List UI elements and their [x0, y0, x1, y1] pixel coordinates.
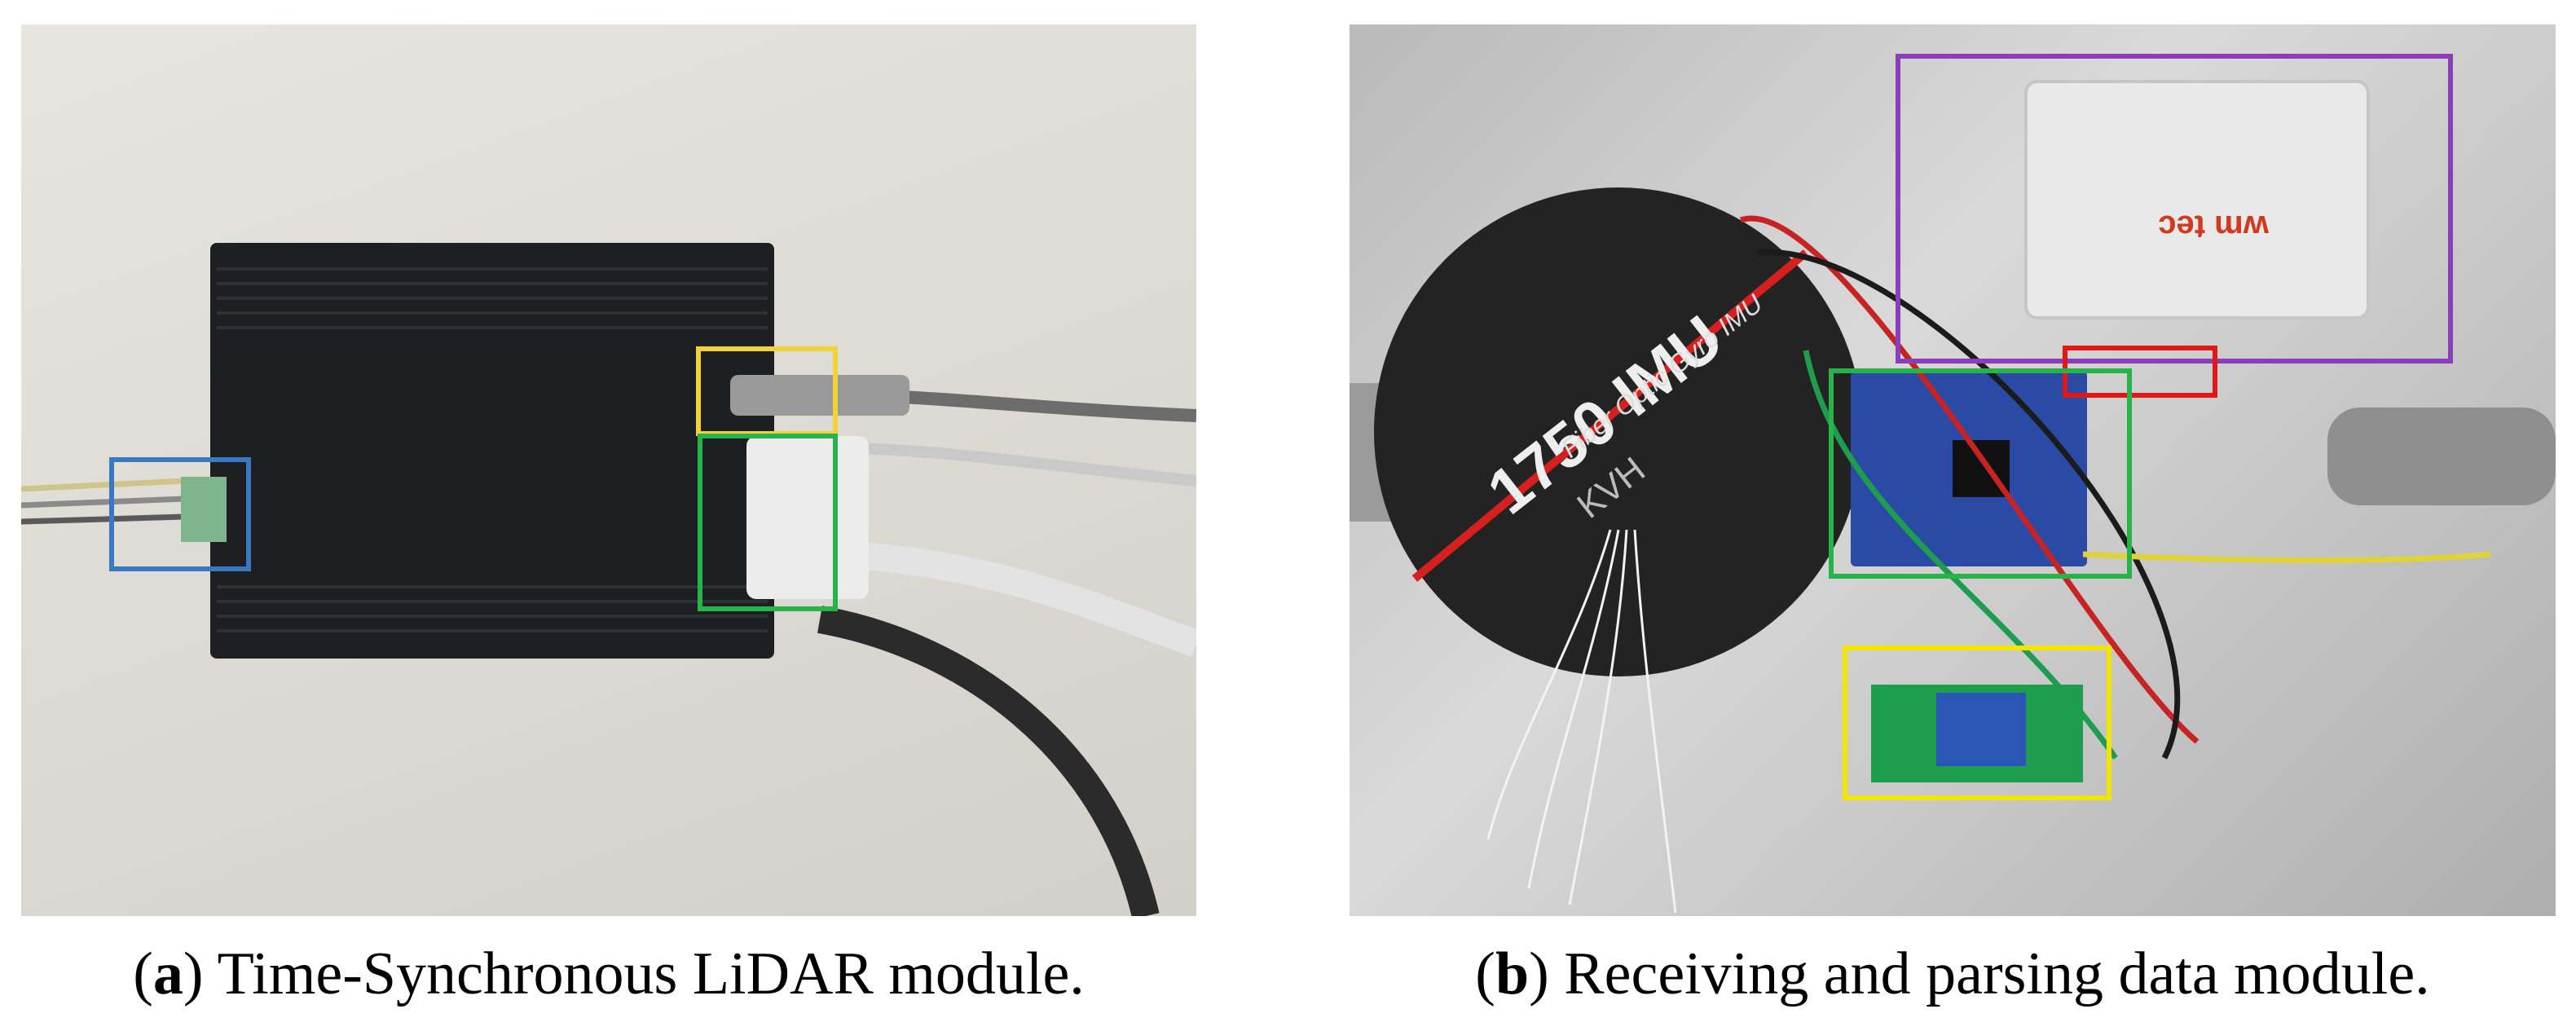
dark-wire [21, 513, 185, 525]
db9-connector [746, 436, 869, 599]
highlight-box-blue [109, 457, 251, 571]
grey-cable [835, 443, 1196, 487]
green-wire [1803, 350, 2118, 760]
highlight-box-green [1829, 368, 2132, 579]
bnc-connector [730, 375, 909, 416]
photo-receiving-module: 1750 IMU Fiber Optic Gyro IMU KVH wm tec [1350, 24, 2556, 916]
highlight-box-purple [1896, 54, 2453, 363]
enclosure-fins [217, 267, 768, 632]
enclosure [210, 243, 774, 659]
yellow-wire [2082, 551, 2491, 563]
yellow-wire [21, 478, 185, 492]
highlight-box-green [698, 434, 838, 611]
imu-red-stripe [1411, 249, 1809, 582]
serial-cable [835, 540, 1196, 658]
caption-a: (a) Time-Synchronous LiDAR module. [133, 941, 1085, 1007]
caption-b-letter: b [1495, 941, 1530, 1007]
terminal-block [181, 477, 227, 542]
black-wire [1756, 249, 2181, 760]
highlight-box-yellow [1843, 645, 2111, 800]
green-module-board [1936, 693, 2026, 766]
serial-converter [2024, 80, 2370, 319]
receiving-module-photo-illustration: 1750 IMU Fiber Optic Gyro IMU KVH wm tec [1350, 80, 2556, 914]
caption-b: (b) Receiving and parsing data module. [1475, 941, 2430, 1007]
caption-a-text: Time-Synchronous LiDAR module. [217, 941, 1085, 1007]
lidar-module-photo-illustration [21, 243, 1196, 916]
imu-wire-bundle [1486, 529, 1677, 914]
caption-b-text: Receiving and parsing data module. [1564, 941, 2430, 1007]
caption-a-letter: a [152, 941, 183, 1007]
right-rod [2327, 408, 2556, 505]
photo-lidar-module [21, 24, 1196, 916]
black-cable [817, 606, 1160, 916]
highlight-box-yellow [696, 346, 838, 436]
red-wire [1739, 215, 2200, 744]
grey-wire [21, 496, 185, 509]
converter-brand: wm tec [2158, 209, 2270, 245]
